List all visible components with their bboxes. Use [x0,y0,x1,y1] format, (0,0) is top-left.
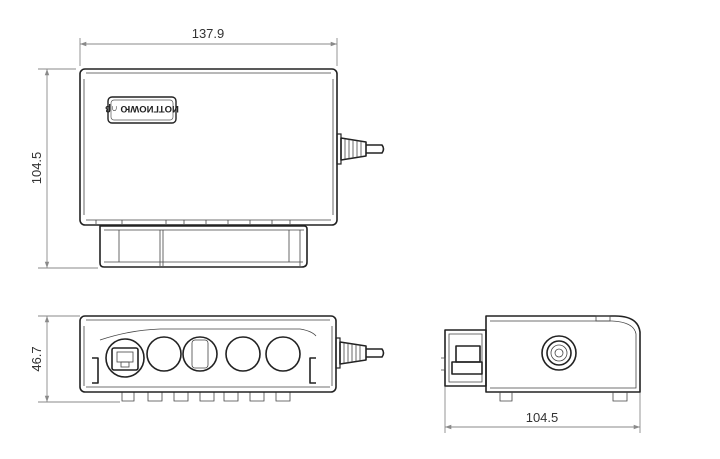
side-top-notch [595,315,611,322]
side-clip [451,361,483,375]
cable-gland-grip [343,343,361,363]
side-feet [499,392,628,402]
lid-edge [99,328,317,341]
front-height-dimension-label: 46.7 [29,346,44,371]
round-connector-outer [541,335,577,371]
cable-front [366,348,385,358]
side-body-outline [485,315,641,393]
logo-text: ИОТГИОWЮ ∩β [105,103,179,114]
cable-gland-grip [344,139,362,159]
enclosure-top-outline [79,68,338,226]
rj45-latch [120,361,130,368]
cable-top [366,144,385,154]
side-tab [441,357,446,371]
cable-port-3 [225,336,261,372]
side-body-bevel [490,320,637,389]
mounting-tab-left [92,357,99,384]
cable-port-1 [146,336,182,372]
front-feet [121,392,291,402]
cable-port-4 [265,336,301,372]
front-view: 46.7 [29,315,385,403]
side-connector-inner [448,333,483,383]
logo-plate-inner [110,99,174,121]
connector-housing-detail [104,229,304,263]
side-view: 104.5 [441,315,641,433]
rj45-contacts [116,351,134,363]
enclosure-top-bevel [83,72,334,221]
round-connector-inner [550,344,568,362]
side-latch [455,345,481,363]
cable-port-2 [182,336,218,372]
width-dimension-label: 137.9 [192,26,225,41]
logo-plate [107,96,177,124]
cable-gland-body [340,137,367,161]
rj45-port-opening [105,338,145,378]
enclosure-front-bevel [83,319,333,388]
round-connector-pin [554,348,564,358]
round-connector-ring [546,340,572,366]
enclosure-bottom-ribs [95,220,291,224]
height-dimension-label: 104.5 [29,152,44,185]
top-view: 137.9 104.5 ИОТГИОWЮ ∩β [29,26,385,269]
cable-gland-body [339,341,367,365]
mounting-tab-right [309,357,316,384]
side-width-dimension-label: 104.5 [526,410,559,425]
connector-housing-outline [99,225,308,268]
rj45-jack [111,347,139,371]
cable-port-2-plug [191,339,209,369]
